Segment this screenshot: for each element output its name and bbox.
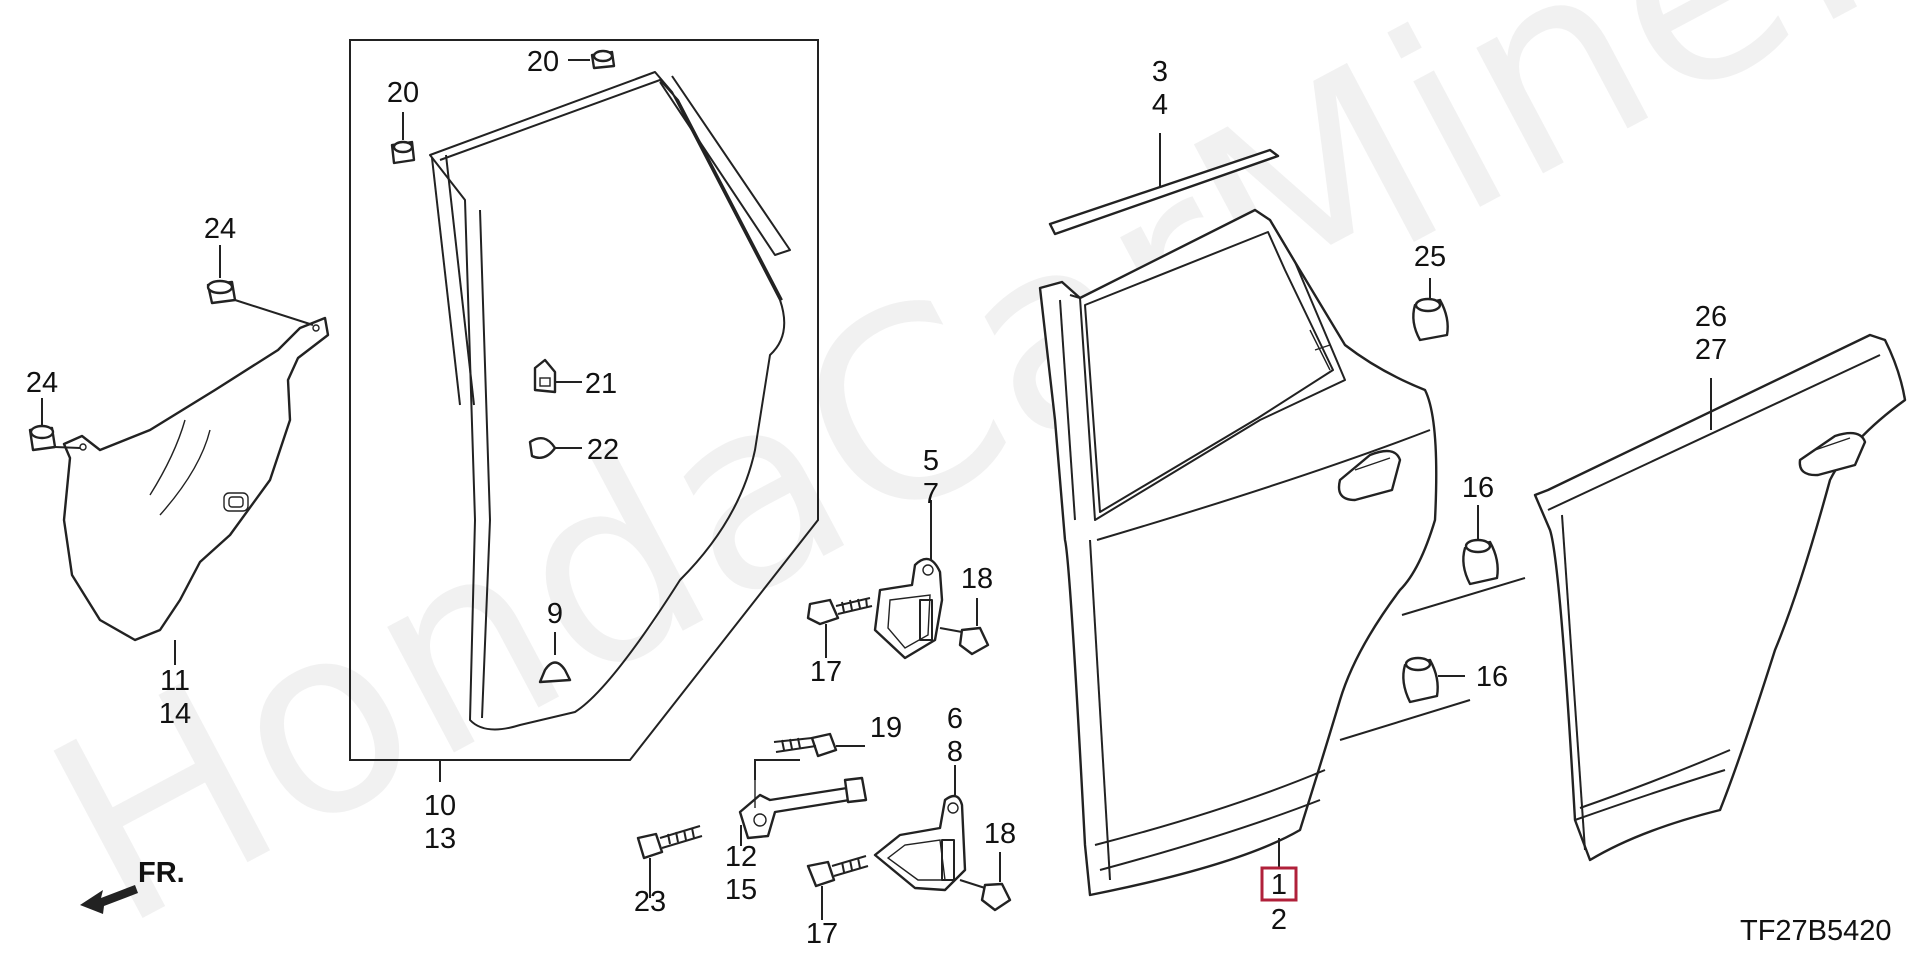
callout-11: 11 xyxy=(160,665,190,697)
bolt-19[interactable] xyxy=(773,732,838,758)
callout-15: 15 xyxy=(725,874,757,906)
bolt-23[interactable] xyxy=(636,825,703,860)
catalog-code: TF27B5420 xyxy=(1740,915,1892,947)
callout-13: 13 xyxy=(424,823,456,855)
callout-labels: 11 14 24 24 20 20 21 22 9 10 13 5 7 18 1… xyxy=(26,46,1727,950)
callout-2: 2 xyxy=(1271,904,1287,936)
callout-17-upper: 17 xyxy=(810,656,842,688)
weatherstrip-group-box xyxy=(349,39,819,761)
callout-25: 25 xyxy=(1414,241,1446,273)
callout-26: 26 xyxy=(1695,301,1727,333)
callout-20-top: 20 xyxy=(527,46,559,78)
callout-10: 10 xyxy=(424,790,456,822)
lower-hinge[interactable] xyxy=(873,794,967,892)
clip-22[interactable] xyxy=(528,436,557,459)
upper-hinge[interactable] xyxy=(873,557,944,660)
clip-9[interactable] xyxy=(538,661,572,684)
callout-21: 21 xyxy=(585,368,617,400)
callout-27: 27 xyxy=(1695,334,1727,366)
bumper-16-upper[interactable] xyxy=(1462,538,1499,586)
nut-18-lower[interactable] xyxy=(959,879,1012,912)
callout-19: 19 xyxy=(870,712,902,744)
callout-8: 8 xyxy=(947,736,963,768)
bolt-17-lower[interactable] xyxy=(806,855,869,888)
door-weatherstrip[interactable] xyxy=(429,71,791,731)
callout-12: 12 xyxy=(725,841,757,873)
outer-door-skin[interactable] xyxy=(1533,333,1907,862)
callout-22: 22 xyxy=(587,434,619,466)
callout-18-lower: 18 xyxy=(984,818,1016,850)
callout-16-upper: 16 xyxy=(1462,472,1494,504)
clip-20-left[interactable] xyxy=(390,140,416,165)
highlight-box-1 xyxy=(1260,866,1298,902)
callout-3: 3 xyxy=(1152,56,1168,88)
door-panel[interactable] xyxy=(1038,208,1438,897)
clip-24-left[interactable] xyxy=(28,424,57,452)
callout-24-left: 24 xyxy=(26,367,58,399)
callout-16-lower: 16 xyxy=(1476,661,1508,693)
bumper-25[interactable] xyxy=(1412,297,1449,342)
callout-18-upper: 18 xyxy=(961,563,993,595)
front-indicator-label: FR. xyxy=(138,857,185,889)
front-arrow: FR. xyxy=(80,857,185,914)
callout-6: 6 xyxy=(947,703,963,735)
bumper-16-lower[interactable] xyxy=(1402,656,1439,704)
clip-21[interactable] xyxy=(533,358,557,394)
callout-24-upper: 24 xyxy=(204,213,236,245)
callout-5: 5 xyxy=(923,445,939,477)
nut-18-upper[interactable] xyxy=(939,626,990,656)
callout-4: 4 xyxy=(1152,89,1168,121)
callout-9: 9 xyxy=(547,598,563,630)
callout-17-lower: 17 xyxy=(806,918,838,950)
callout-20-left: 20 xyxy=(387,77,419,109)
callout-14: 14 xyxy=(159,698,191,730)
callout-7: 7 xyxy=(923,478,939,510)
callout-1: 1 xyxy=(1271,869,1287,901)
bolt-17-upper[interactable] xyxy=(806,597,873,626)
clip-24-upper[interactable] xyxy=(206,279,237,305)
clip-20-top[interactable] xyxy=(590,49,616,70)
door-checker[interactable] xyxy=(738,760,868,840)
callout-23: 23 xyxy=(634,886,666,918)
door-molding[interactable] xyxy=(1048,148,1280,236)
